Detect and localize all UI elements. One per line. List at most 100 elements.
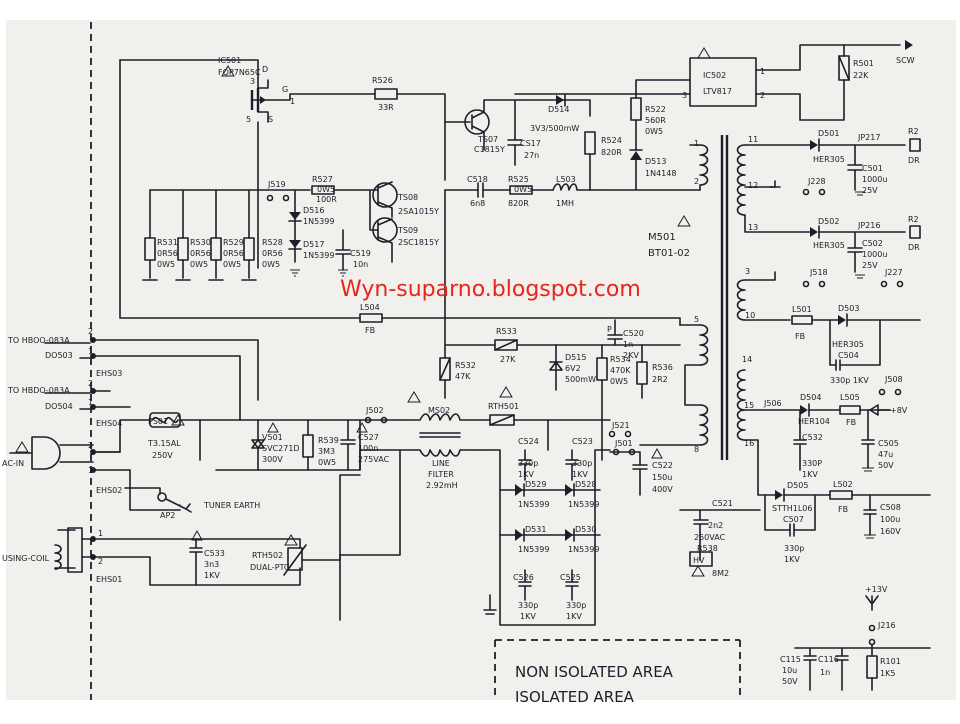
r536-label: R536: [652, 363, 673, 372]
ts09-label: TS09: [397, 226, 418, 235]
c505-value: 47u: [878, 450, 893, 459]
r526-resistor: R526 33R: [372, 76, 446, 181]
bridge-rectifier: C524 330p 1KV C523 330p 1KV D529 1N5399 …: [479, 419, 611, 626]
r538-label: R538: [697, 544, 718, 553]
warning-icon: [267, 421, 279, 433]
warning-icon: [677, 215, 691, 227]
d505-type: STTH1L06: [772, 504, 812, 513]
warning-icon: [15, 441, 29, 453]
d513-label: D513: [645, 157, 666, 166]
d529-type: 1N5399: [518, 500, 549, 509]
ground-symbols: [290, 191, 876, 539]
c523-label: C523: [572, 437, 593, 446]
sense-resistor-bank: R531 0R56 0W5 R530 0R56 0W5 R529 0R56 0W…: [142, 189, 283, 281]
c526-voltage: 1KV: [520, 612, 536, 621]
pin-14: 14: [742, 355, 752, 364]
ts07-label: TS07: [477, 135, 498, 144]
ic501-label: IC501: [218, 56, 241, 65]
cs17-value: 27n: [524, 151, 539, 160]
d513-type: 1N4148: [645, 169, 676, 178]
cs17-label: CS17: [520, 139, 541, 148]
scw-label: SCW: [896, 56, 915, 65]
ic502-optocoupler: IC502 LTV817 3 1 2: [514, 44, 901, 121]
c525-label: C525: [560, 573, 581, 582]
c523-value: 330p: [572, 459, 592, 468]
c521-value: 2n2: [708, 521, 723, 530]
c522-value: 150u: [652, 473, 672, 482]
non-isolated-area-label: NON ISOLATED AREA: [515, 663, 674, 681]
r527-watt: 0W5: [317, 185, 335, 194]
l501-label: L501: [792, 305, 812, 314]
r2-label-b: R2: [908, 215, 919, 224]
plus-8v-label: +8V: [890, 406, 908, 415]
c505-label: C505: [878, 439, 899, 448]
l504-ferrite: L504 FB: [359, 303, 681, 335]
d515-power: 500mW: [565, 375, 596, 384]
c520-p: P: [607, 325, 612, 334]
r525-value: 820R: [508, 199, 529, 208]
ts08-ts09-transistors: TS08 2SA1015Y TS09 2SC1815Y: [369, 181, 439, 263]
c524-value: 330p: [518, 459, 538, 468]
ts08-type: 2SA1015Y: [398, 207, 439, 216]
c115-label: C115: [780, 655, 801, 664]
j518-label: J518: [809, 268, 828, 277]
c533-value: 3n3: [204, 560, 219, 569]
l504-fb: FB: [365, 326, 375, 335]
c518-value: 6n8: [470, 199, 485, 208]
c501-value: 1000u: [862, 175, 887, 184]
r531-value: 0R56: [157, 249, 178, 258]
r524-label: R524: [601, 136, 622, 145]
ic501-pin-g: G: [282, 85, 288, 94]
c533-label: C533: [204, 549, 225, 558]
c504-value: 330p 1KV: [830, 376, 869, 385]
ps01-value: T3.15AL: [147, 439, 181, 448]
r528-value: 0R56: [262, 249, 283, 258]
ehs03-pin-2: 2: [88, 327, 93, 336]
d504-label: D504: [800, 393, 821, 402]
ac-in-label: AC-IN: [2, 459, 24, 468]
r2-label-a: R2: [908, 127, 919, 136]
pin-8: 8: [694, 445, 699, 454]
c527-label: C527: [358, 433, 379, 442]
r539-label: R539: [318, 436, 339, 445]
c526-value: 330p: [518, 601, 538, 610]
warning-icon: [697, 47, 711, 59]
j508-label: J508: [884, 375, 903, 384]
degauss-circuit: C533 3n3 1KV RTH502 DUAL-PTC: [92, 474, 361, 586]
v501-voltage: 300V: [262, 455, 283, 464]
rth501-thermistor: RTH501: [488, 386, 611, 426]
m501-transformer: 1 2 M501 BT01-02 11 12 13: [648, 135, 811, 460]
d505-label: D505: [787, 481, 808, 490]
cs17-capacitor: CS17 27n: [507, 99, 541, 166]
d502-type: HER305: [813, 241, 845, 250]
left-connectors: TO HBOO-083A DO503 EHS03 TO HBDO-083A DO…: [2, 327, 259, 584]
d517-type: 1N5399: [303, 251, 334, 260]
c522-label: C522: [652, 461, 673, 470]
c524-voltage: 1KV: [518, 470, 534, 479]
c532-value: 330P: [802, 459, 822, 468]
c527-value: 100n: [358, 444, 378, 453]
r531-label: R531: [157, 238, 178, 247]
dr-label-a: DR: [908, 156, 920, 165]
r525-resistor: R525 0W5 820R: [508, 175, 554, 208]
isolated-area-label: ISOLATED AREA: [515, 688, 635, 706]
warning-icon: [691, 565, 705, 577]
r529-watt: 0W5: [223, 260, 241, 269]
v501-label: V501: [262, 433, 283, 442]
c116-label: C116: [818, 655, 839, 664]
d503-type: HER305: [832, 340, 864, 349]
c502-voltage: 25V: [862, 261, 878, 270]
d517-label: D517: [303, 240, 324, 249]
c501-label: C501: [862, 164, 883, 173]
ic501-pin-1: 1: [290, 97, 295, 106]
v501-type: SVC271D: [262, 444, 300, 453]
r522-resistor: R522 560R 0W5: [630, 79, 691, 151]
ic501-pin-3: 3: [250, 77, 255, 86]
ps01-voltage: 250V: [152, 451, 173, 460]
c519-value: 10n: [353, 260, 368, 269]
ic502-pin-1: 1: [760, 67, 765, 76]
r531-watt: 0W5: [157, 260, 175, 269]
to-hboo-083a-label-1: TO HBOO-083A: [7, 336, 70, 345]
dr-label-b: DR: [908, 243, 920, 252]
